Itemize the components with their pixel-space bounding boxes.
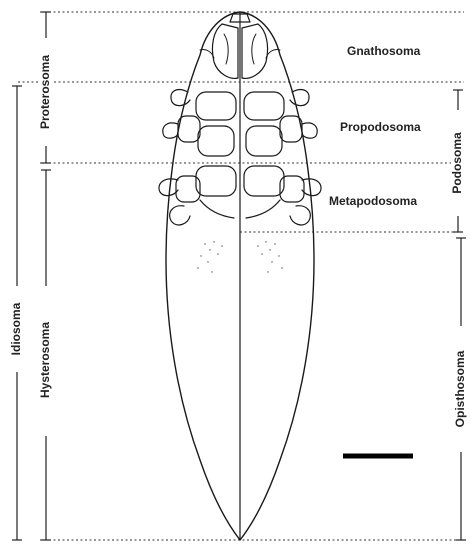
metapodosoma-label: Metapodosoma	[329, 194, 417, 208]
propodosoma-legs-left	[163, 90, 236, 156]
propodosoma-legs-right	[244, 90, 317, 156]
metapodosoma-legs-left	[159, 166, 236, 225]
label-masks	[10, 38, 468, 452]
mite-illustration	[159, 12, 321, 540]
metapodosoma-legs-right	[244, 166, 321, 225]
gnathosoma-label: Gnathosoma	[347, 44, 421, 58]
hysterosoma-label: Hysterosoma	[38, 322, 52, 398]
idiosoma-label: Idiosoma	[9, 302, 23, 355]
podosoma-label: Podosoma	[450, 132, 464, 194]
opisthosoma-label: Opisthosoma	[453, 350, 467, 427]
proterosoma-label: Proterosoma	[38, 55, 52, 129]
division-lines	[18, 12, 464, 540]
propodosoma-label: Propodosoma	[340, 120, 421, 134]
